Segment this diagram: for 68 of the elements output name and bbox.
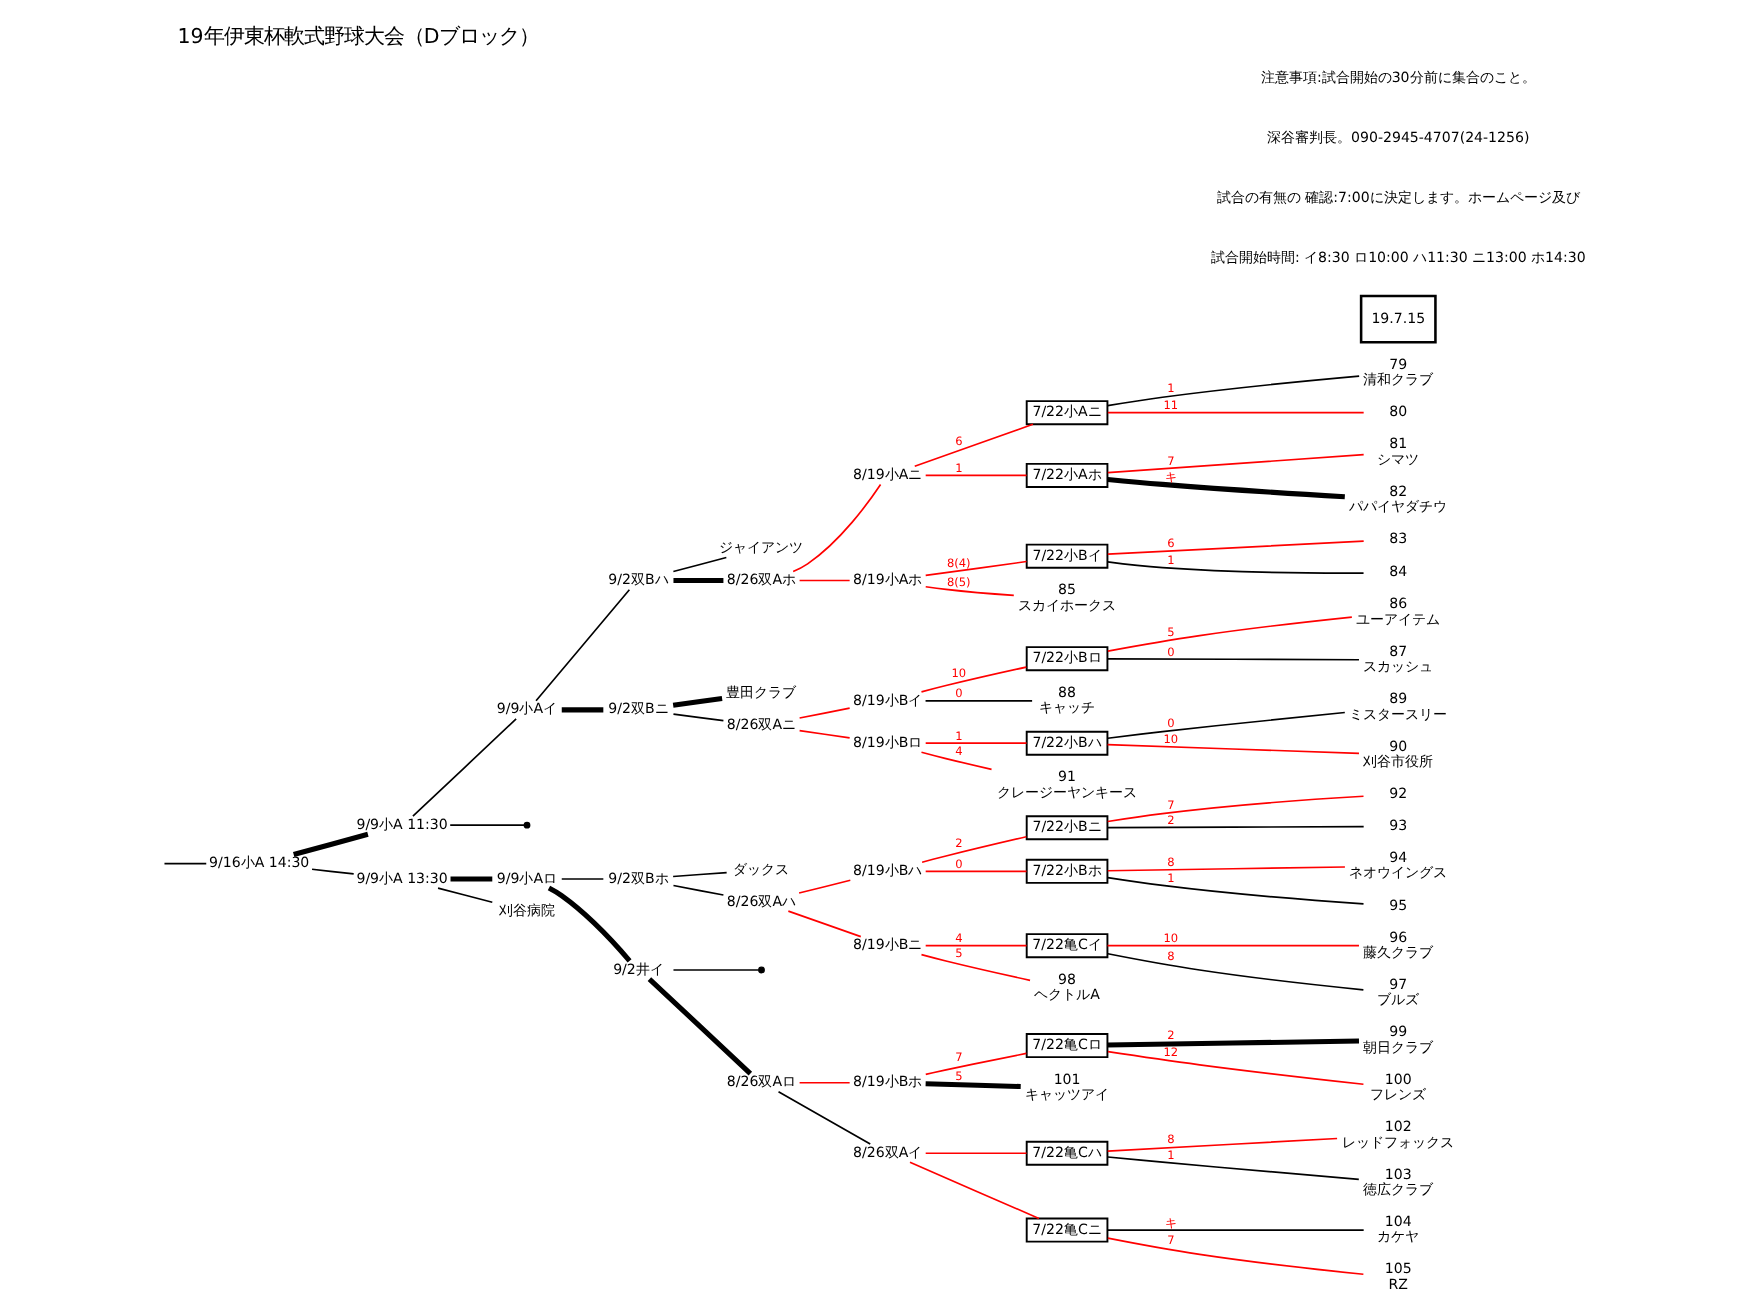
diagram-title: 19年伊東杯軟式野球大会（Dブロック）	[176, 25, 539, 50]
connector	[1105, 561, 1364, 574]
connector	[797, 1081, 850, 1084]
connector	[1106, 1050, 1364, 1086]
connector	[560, 707, 603, 713]
connector	[1106, 1237, 1364, 1276]
connector	[292, 831, 368, 858]
connector	[923, 870, 1027, 873]
connector	[1106, 825, 1364, 829]
connector	[919, 666, 1027, 693]
connector	[797, 707, 850, 719]
connector	[162, 862, 207, 865]
connector	[923, 560, 1027, 577]
connector	[671, 695, 722, 708]
connector	[1105, 1137, 1337, 1152]
connector	[1106, 1229, 1364, 1231]
connector	[449, 876, 492, 882]
connector	[671, 884, 724, 896]
connector	[919, 751, 992, 771]
connector	[1106, 1038, 1359, 1048]
connector	[546, 885, 631, 963]
node-point	[757, 966, 764, 974]
connector	[1105, 1156, 1359, 1181]
connector	[671, 969, 759, 971]
connector	[671, 556, 727, 573]
node-point	[522, 821, 530, 829]
connector	[448, 824, 524, 827]
connector	[1106, 453, 1364, 474]
connector	[1105, 944, 1359, 947]
connector	[923, 944, 1027, 947]
connector	[923, 474, 1027, 477]
connector	[791, 483, 881, 573]
connector	[411, 718, 516, 818]
connector	[1106, 952, 1364, 991]
connector	[1105, 711, 1345, 740]
connector	[436, 887, 493, 904]
connector	[671, 871, 727, 878]
connector	[908, 1161, 1039, 1220]
connector	[923, 585, 1014, 597]
connector	[672, 577, 723, 584]
connector	[559, 878, 604, 880]
connector	[776, 1090, 871, 1145]
connector	[923, 700, 1032, 702]
connector	[646, 977, 752, 1076]
connector	[671, 713, 724, 722]
connector	[1105, 795, 1364, 823]
connector	[310, 868, 354, 875]
connector	[1106, 616, 1352, 652]
connector	[1106, 411, 1364, 414]
connector	[923, 1152, 1027, 1155]
connector	[1105, 866, 1345, 872]
connector	[1105, 876, 1364, 905]
connector	[534, 588, 630, 702]
connector	[1106, 540, 1364, 555]
connector	[797, 729, 850, 739]
connector	[797, 879, 851, 894]
connector	[786, 910, 861, 938]
connector	[920, 835, 1027, 864]
connector	[1105, 657, 1359, 661]
connector	[797, 579, 850, 582]
connector	[923, 742, 1027, 745]
connector	[924, 1081, 1020, 1090]
connector	[919, 953, 1030, 982]
connector	[1105, 743, 1359, 755]
connector	[1106, 476, 1344, 500]
connector	[912, 423, 1033, 468]
connector	[1105, 375, 1359, 407]
connector	[923, 1052, 1027, 1076]
